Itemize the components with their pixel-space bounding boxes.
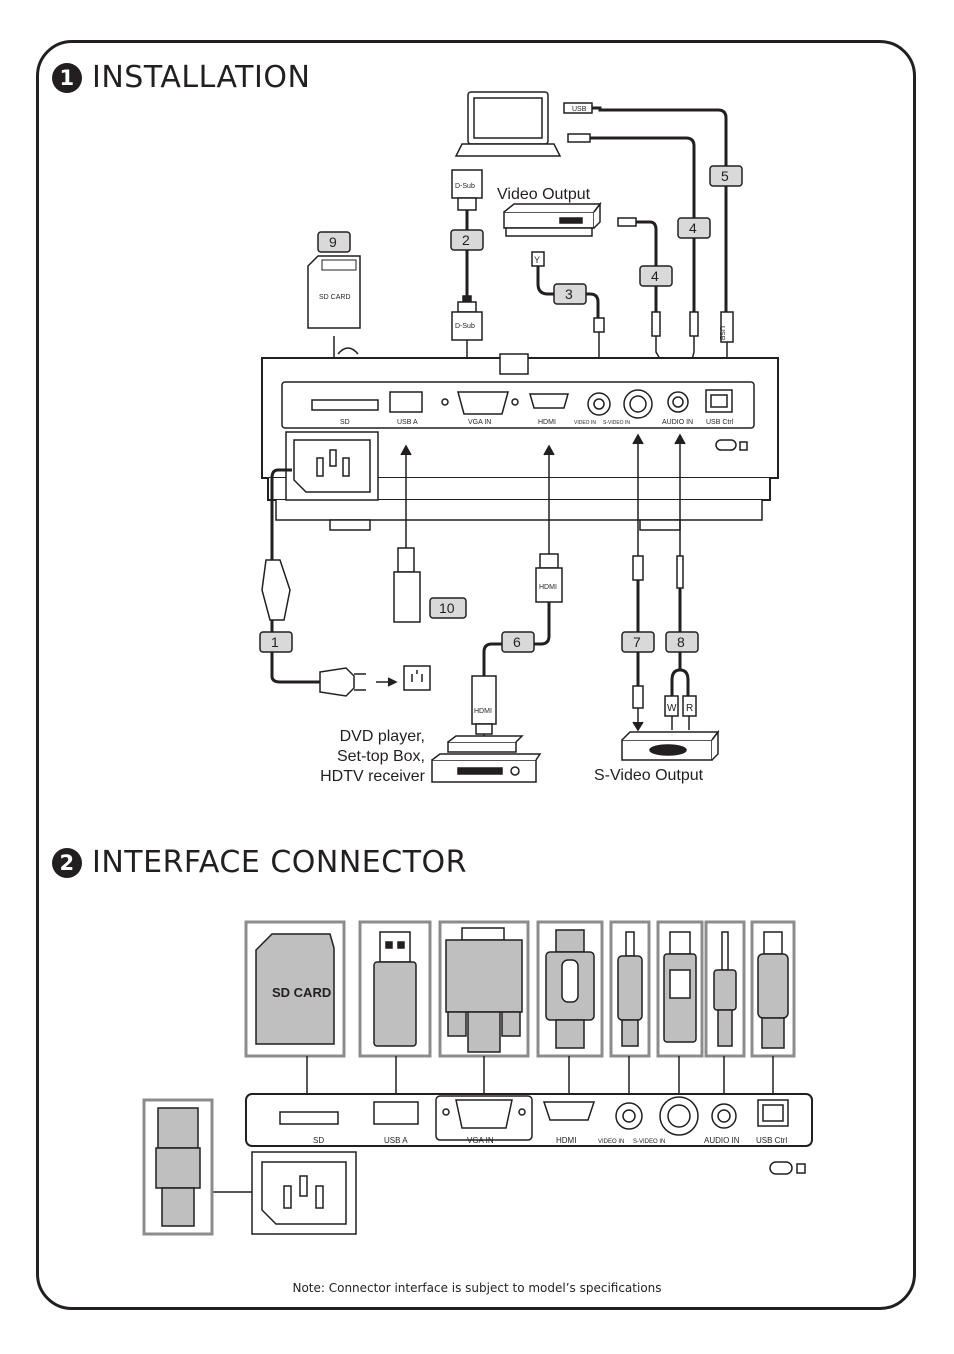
sd-card-tag: SD CARD [319,294,351,301]
tag-4b: 4 [677,217,711,239]
svg-text:4: 4 [689,220,697,236]
tag-1: 1 [259,631,293,653]
port-label-vga-in: VGA IN [468,419,491,426]
installation-heading: 1 INSTALLATION [52,60,310,95]
footer-note: Note: Connector interface is subject to … [292,1281,662,1295]
iface-video-rca [609,920,651,1058]
iface-svideo-cable [656,920,704,1058]
iface-hdmi-cable [536,920,604,1058]
tag-4a: 4 [639,265,673,287]
video-output-label: Video Output [497,186,591,203]
iface-port-label-usb-ctrl: USB Ctrl [756,1136,787,1145]
iface-port-label-svideo-in: S-VIDEO IN [633,1139,665,1145]
interface-power [142,1098,357,1236]
page-frame [36,40,916,1310]
dvd-player-device [431,735,542,783]
svg-text:8: 8 [677,634,685,650]
iface-audio-plug [704,920,746,1058]
iface-vga-cable [438,920,530,1058]
interface-connector-row: SD CARD [244,920,796,1058]
dsub-top-connector: D-Sub [451,169,483,303]
svg-text:10: 10 [439,600,455,616]
dvd-label-line3: HDTV receiver [320,768,426,785]
port-label-svideo-in: S-VIDEO IN [603,420,630,426]
usb-ctrl-tag: USB [718,326,725,341]
audio-in-port [667,391,689,413]
rca-r-tag: R [686,703,693,714]
projector-body: SD USB A VGA IN HDMI VIDEO IN S-VIDEO IN… [261,347,779,531]
svg-text:5: 5 [721,168,729,184]
laptop-icon [454,91,562,157]
svideo-output-label: S-Video Output [594,767,704,784]
tag-5: 5 [709,165,743,187]
hdmi-top-tag: HDMI [539,584,557,591]
dsub-bottom-tag: D-Sub [455,323,475,330]
svg-text:4: 4 [651,268,659,284]
dsub-top-tag: D-Sub [455,183,475,190]
svg-text:7: 7 [633,634,641,650]
port-label-hdmi: HDMI [538,419,556,426]
interface-heading: 2 INTERFACE CONNECTOR [52,845,467,880]
iface-port-label-audio-in: AUDIO IN [704,1136,740,1145]
rca-w-tag: W [667,703,677,714]
vga-port [457,391,509,415]
tag-8: 8 [665,631,699,653]
port-label-video-in: VIDEO IN [574,420,596,426]
iface-port-label-vga-in: VGA IN [467,1136,494,1145]
svideo-in-port [623,389,653,419]
interface-port-panel: SD USB A VGA IN HDMI VIDEO IN S-VIDEO IN… [245,1093,813,1175]
svg-text:1: 1 [271,634,279,650]
iface-port-label-sd: SD [313,1136,324,1145]
iface-sd-card-label: SD CARD [272,985,331,1000]
sd-slot-port [311,399,379,411]
port-label-usb-ctrl: USB Ctrl [706,419,734,426]
svg-text:9: 9 [329,234,337,250]
iface-sd-card: SD CARD [244,920,346,1058]
dvd-label-line1: DVD player, [340,728,425,745]
tag-2: 2 [450,229,484,251]
iface-port-label-usb-a: USB A [384,1136,408,1145]
tag-7: 7 [621,631,655,653]
installation-title: INSTALLATION [92,60,311,95]
iface-port-label-video-in: VIDEO IN [598,1139,624,1145]
laptop-usb-cable: USB [563,102,728,312]
video-output-device [503,201,602,237]
laptop-usb-tag: USB [572,106,587,113]
power-cord [261,468,431,697]
iface-port-label-hdmi: HDMI [556,1136,576,1145]
wall-outlet-icon [403,665,431,691]
iface-usb-drive [358,920,432,1058]
tag-6: 6 [501,631,535,653]
svg-text:3: 3 [565,286,573,302]
hdmi-bottom-tag: HDMI [474,708,492,715]
composite-y-tag: Y [534,255,540,265]
port-label-audio-in: AUDIO IN [662,419,693,426]
video-in-port [587,392,611,416]
composite-cable: Y [531,251,605,388]
usb-ctrl-port [705,389,733,413]
port-label-usb-a: USB A [397,419,418,426]
vcr-audio-cable [617,217,658,312]
iface-usb-b-cable [750,920,796,1058]
tag-9: 9 [317,231,351,253]
svg-text:6: 6 [513,634,521,650]
laptop-audio-cable [567,133,696,312]
dvd-label-line2: Set-top Box, [337,748,425,765]
cable-number-tags: 1 2 3 4 4 5 6 7 8 9 10 [259,165,743,653]
section-number-1: 1 [52,62,82,93]
svideo-output-device [621,729,720,761]
section-number-2: 2 [52,847,82,878]
tag-10: 10 [429,597,467,619]
rca-audio-cable: W R [664,433,697,730]
usb-flash-drive [393,444,421,623]
tag-3: 3 [553,283,587,305]
svg-text:2: 2 [462,232,470,248]
interface-title: INTERFACE CONNECTOR [92,845,467,880]
hdmi-port [529,393,569,409]
usb-a-port [389,391,423,413]
port-label-sd: SD [340,419,350,426]
